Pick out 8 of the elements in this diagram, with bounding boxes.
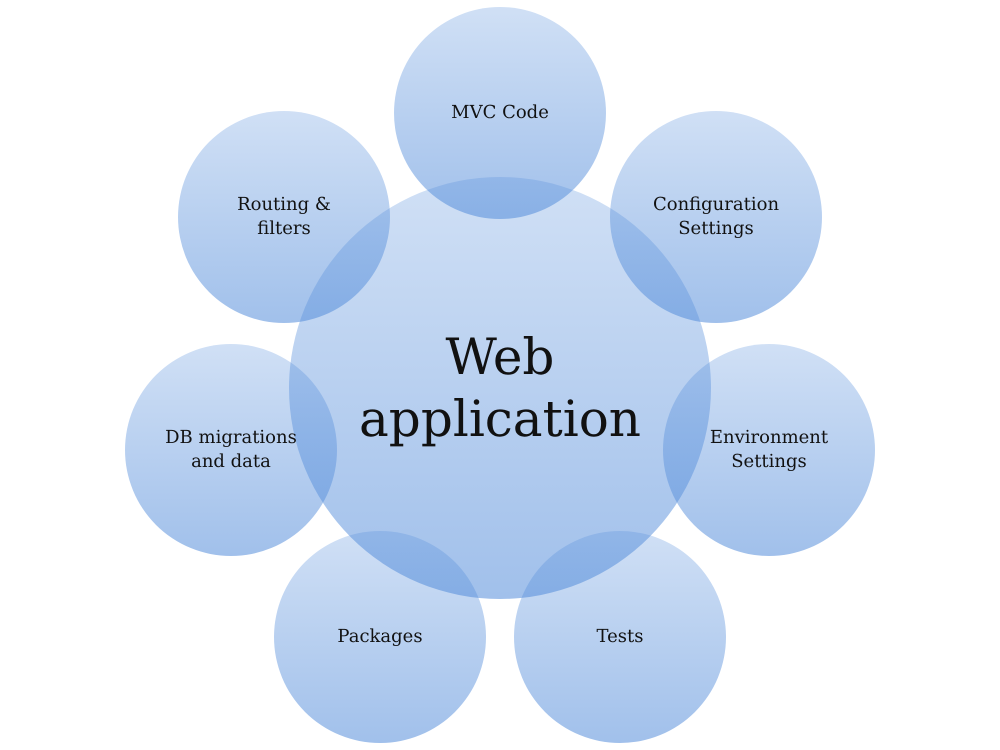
hub-title: Web application [359,327,641,450]
topic-label: Routing & filters [236,193,332,241]
topic-label: Tests [596,625,644,649]
topic-label: MVC Code [450,101,550,125]
topic-label: Configuration Settings [652,193,780,241]
topic-label: DB migrations and data [164,426,298,474]
topic-label: Packages [336,625,424,649]
topic-label: Environment Settings [708,426,830,474]
